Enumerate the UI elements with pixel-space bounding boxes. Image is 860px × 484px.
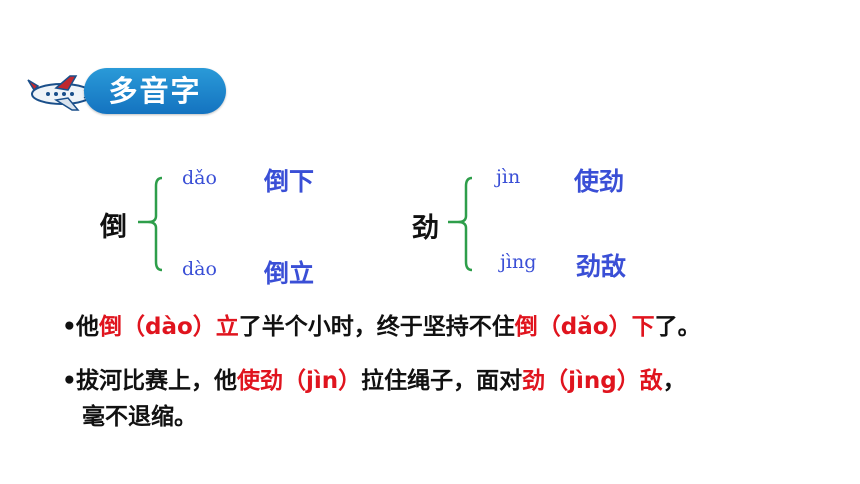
brace-icon [138,176,163,272]
bullet: • [62,314,77,340]
polyphonic-badge: 多音字 [84,68,226,114]
group-char: 倒 [100,212,127,243]
highlight-segment: 倒（dào）立 [99,314,239,340]
sentence-segment: 拉住绳子，面对 [361,368,523,394]
example-sentence: •他倒（dào）立了半个小时，终于坚持不住倒（dǎo）下了。 [62,309,852,345]
pinyin-label: dào [182,258,217,280]
sentence-segment: 拔河比赛上，他 [76,368,237,394]
pinyin-label: jìng [500,251,537,273]
sentence-segment: 他 [76,314,99,340]
highlight-segment: 使劲（jìn） [237,368,362,394]
bullet: • [62,368,77,394]
sentence-segment: 了。 [654,314,701,340]
example-sentence: •拔河比赛上，他使劲（jìn）拉住绳子，面对劲（jìng）敌， 毫不退缩。 [62,363,852,435]
word-label: 劲敌 [576,252,627,281]
word-label: 倒立 [264,259,315,288]
highlight-segment: 劲（jìng）敌 [522,368,663,394]
word-label: 倒下 [264,167,315,196]
pinyin-label: dǎo [182,167,217,189]
brace-icon [448,176,473,272]
sentence-continuation: 毫不退缩。 [82,404,197,430]
group-char: 劲 [412,213,439,244]
section-header: 多音字 [26,66,226,118]
word-label: 使劲 [574,167,625,196]
sentence-segment: 了半个小时，终于坚持不住 [238,314,515,340]
highlight-segment: 倒（dǎo）下 [514,314,655,340]
sentence-segment: ， [662,368,686,394]
pinyin-label: jìn [496,166,521,188]
